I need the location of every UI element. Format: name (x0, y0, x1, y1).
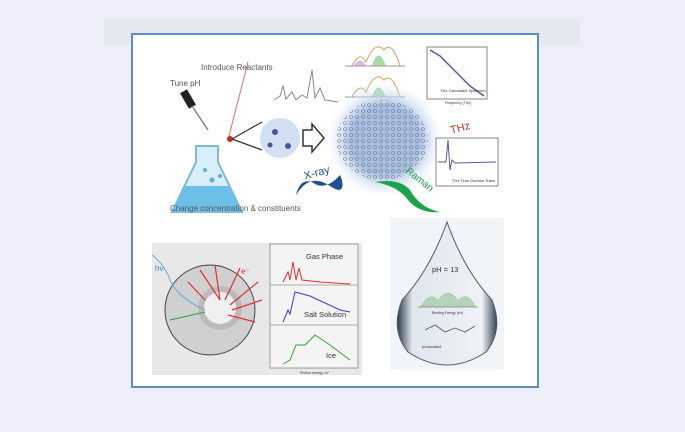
thz-spectrum-label: THz Calculated Spectrum (440, 88, 486, 93)
protonated-label: protonated (422, 344, 441, 349)
gas-phase-label: Gas Phase (306, 252, 343, 261)
salt-solution-label: Salt Solution (304, 310, 346, 319)
hv-label: hv (155, 264, 163, 273)
ph-label: pH = 13 (432, 265, 458, 274)
pipette-icon (180, 89, 209, 131)
thz-spectrum-xlabel: Frequency (THz) (445, 101, 471, 105)
spectrum-line (273, 69, 339, 103)
binding-energy-xlabel: Binding Energy (eV) (432, 311, 463, 315)
thz-trace-label: THz Time Domain Trace (452, 178, 496, 183)
xray-wave (296, 175, 343, 195)
water-cluster (336, 100, 428, 180)
flask-illustration (170, 145, 244, 213)
change-concentration-label: Change concentration & constituents (170, 204, 301, 213)
photoemission-panel: hv e⁻ Gas Phase Salt Solution Ice Photon… (151, 243, 362, 375)
ice-label: Ice (326, 351, 336, 360)
water-drop-panel: pH = 13 Binding Energy (eV) protonated (390, 218, 504, 370)
raman-wave (375, 181, 440, 213)
xray-label: X-ray (303, 164, 332, 183)
thz-label: THz (449, 120, 472, 137)
electron-label: e⁻ (241, 267, 250, 276)
tune-ph-label: Tune pH (170, 79, 201, 88)
photon-energy-xlabel: Photon energy, eV (300, 371, 329, 375)
thz-spectrum-plot: THz Calculated Spectrum Frequency (THz) (426, 46, 488, 105)
introduce-reactants-label: Introduce Reactants (201, 63, 273, 72)
molecule-zoom (260, 118, 300, 158)
reactant-drop (227, 136, 233, 142)
thz-trace-plot: THz Time Domain Trace (435, 137, 499, 187)
reactant-line (227, 61, 249, 141)
arrow-icon (302, 121, 325, 155)
